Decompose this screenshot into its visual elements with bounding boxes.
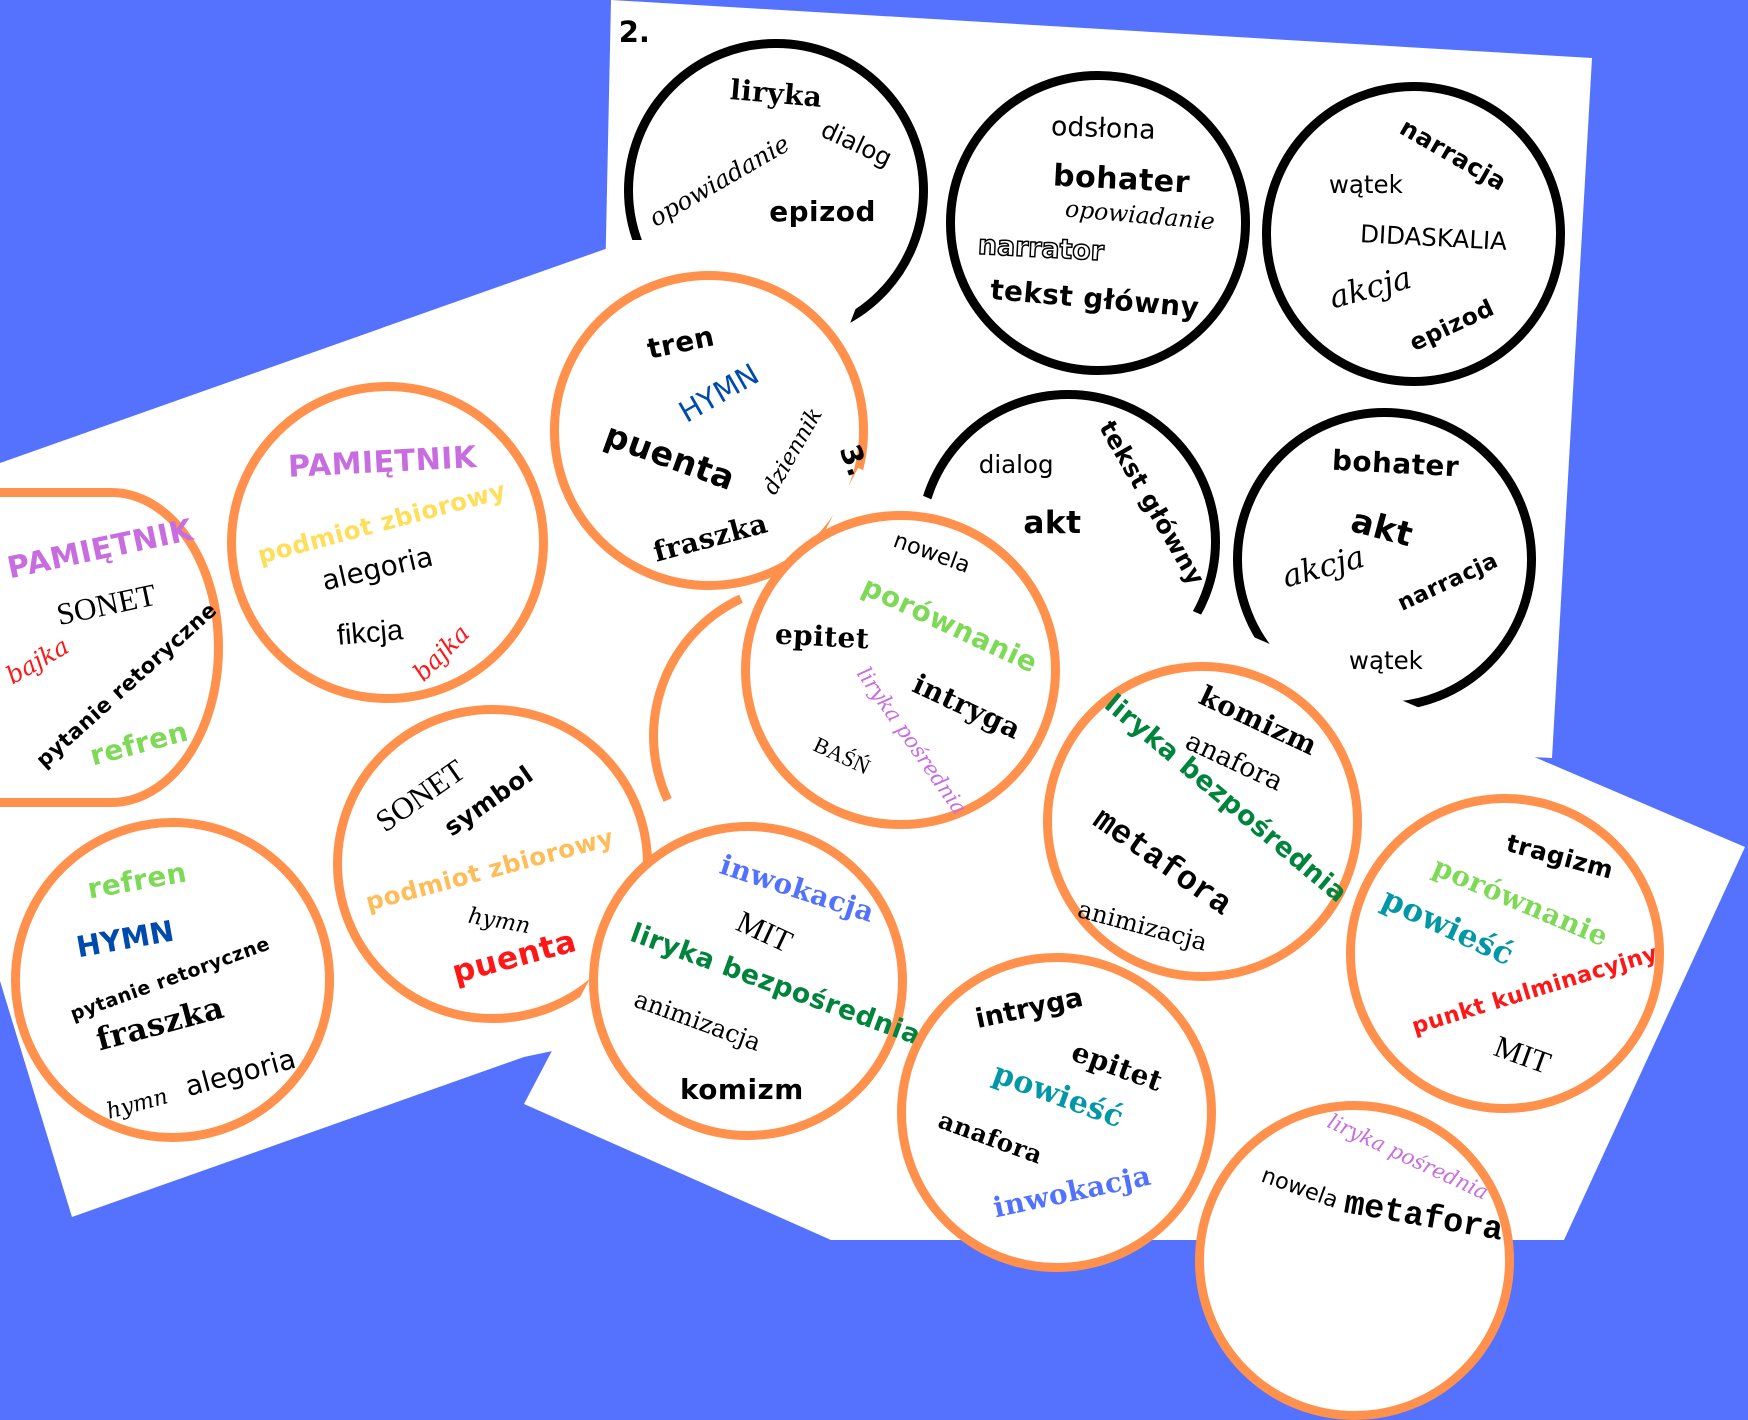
word: wątek	[1328, 169, 1403, 199]
word: epitet	[774, 617, 870, 656]
word-circle	[0, 488, 223, 808]
word: wątek	[1348, 645, 1423, 675]
word: epizod	[769, 195, 876, 229]
word-circle	[1043, 662, 1363, 982]
word-circle	[1345, 793, 1665, 1113]
word-circle	[588, 821, 908, 1141]
word: akt	[1023, 505, 1082, 542]
sheet-number: 2.	[618, 14, 650, 49]
word-circle	[741, 510, 1061, 830]
word-circle	[1261, 82, 1566, 386]
word-circle	[1195, 1101, 1514, 1420]
word-circle	[11, 818, 335, 1142]
word-circle	[946, 71, 1250, 375]
word-circle	[227, 382, 549, 704]
word: dialog	[978, 449, 1054, 479]
sheet-3: nowela porównanie epitet intryga liryka …	[524, 468, 1745, 1420]
word-circle	[897, 953, 1217, 1272]
word: komizm	[680, 1072, 804, 1106]
